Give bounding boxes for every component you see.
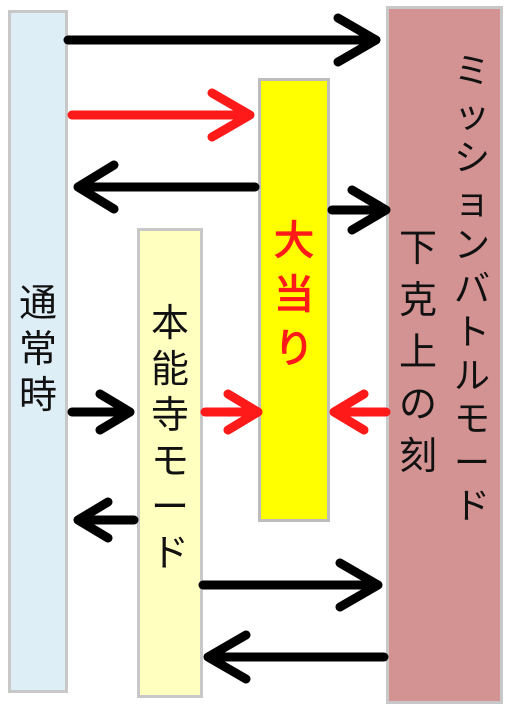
honnoji-mode-box [137,228,203,698]
arrow-jackpot-to-normal [73,160,260,214]
arrow-honnoji-to-normal [73,497,139,543]
arrow-mission-to-jackpot [329,389,391,435]
arrow-jackpot-to-mission [327,185,391,235]
arrow-normal-to-mission [63,13,381,67]
arrow-normal-to-jackpot [67,88,255,142]
mission-battle-mode-box [386,6,503,704]
jackpot-label: 大 当 り [274,218,314,372]
jackpot-box [258,78,330,522]
arrow-honnoji-to-mission [198,558,383,612]
arrow-honnoji-to-jackpot [200,389,263,435]
arrow-mission-to-honnoji [203,630,389,684]
arrow-normal-to-honnoji [67,389,135,435]
gekokujo-label: 下 克 上 の 刻 [398,226,437,478]
normal-mode-box [8,10,68,693]
mission-battle-mode-label: ミ ッ シ ョ ン バ ト ル モ ー ド [453,51,490,527]
normal-mode-label: 通 常 時 [18,281,57,417]
honnoji-mode-label: 本 能 寺 モ ー ド [150,301,189,575]
